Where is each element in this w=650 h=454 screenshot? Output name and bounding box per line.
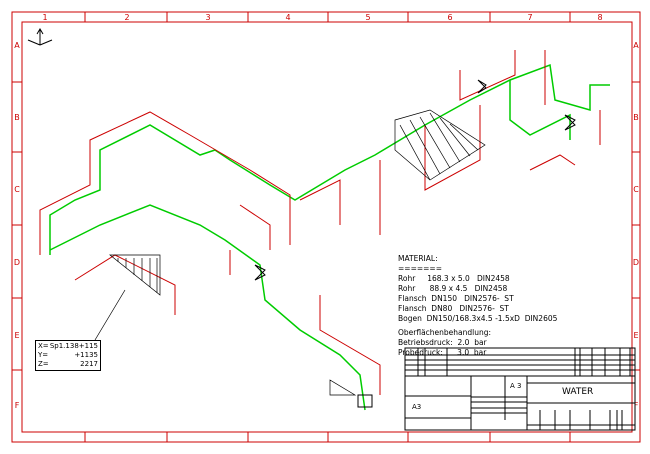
- row-label: D: [14, 258, 20, 267]
- hatched-plane: [109, 109, 486, 396]
- col-label: 5: [365, 13, 370, 22]
- row-label: A: [633, 41, 639, 50]
- pipe-route: [49, 63, 610, 411]
- row-label: A: [14, 41, 20, 50]
- leader-line: [94, 289, 126, 341]
- material-list: MATERIAL: ======= Rohr 168.3 x 5.0 DIN24…: [398, 254, 557, 358]
- col-label: 6: [447, 13, 452, 22]
- row-label: B: [633, 113, 639, 122]
- z-value: 2217: [80, 360, 98, 368]
- material-line: Rohr 168.3 x 5.0 DIN2458: [398, 274, 510, 283]
- y-value: +1135: [74, 351, 98, 359]
- row-label: D: [633, 258, 639, 267]
- dimension-lines: [39, 50, 601, 395]
- row-label: C: [14, 185, 20, 194]
- material-heading: MATERIAL:: [398, 254, 438, 263]
- title-block-grid: [404, 347, 636, 431]
- row-label: F: [15, 401, 20, 410]
- y-label: Y=: [38, 351, 49, 359]
- drawing-title: WATER: [562, 387, 594, 397]
- x-label: X=: [38, 342, 49, 350]
- col-label: 2: [124, 13, 129, 22]
- z-label: Z=: [38, 360, 49, 368]
- sheet-format-value: A3: [412, 403, 422, 411]
- grid-ticks: [12, 12, 640, 442]
- material-line: Flansch DN80 DIN2576- ST: [398, 304, 509, 313]
- col-label: 3: [205, 13, 210, 22]
- inner-frame: [21, 21, 633, 433]
- test-pressure: Probedruck: 3.0 bar: [398, 348, 487, 357]
- row-label: E: [14, 331, 19, 340]
- row-label: F: [634, 401, 639, 410]
- material-line: Bogen DN150/168.3x4.5 -1.5xD DIN2605: [398, 314, 558, 323]
- material-line: Rohr 88.9 x 4.5 DIN2458: [398, 284, 508, 293]
- row-label: B: [14, 113, 20, 122]
- col-label: 7: [527, 13, 532, 22]
- x-value: Sp1.138+115: [49, 342, 98, 350]
- col-label: 4: [285, 13, 290, 22]
- material-underline: =======: [398, 264, 442, 273]
- valve-icon: [254, 79, 576, 408]
- row-label: C: [633, 185, 639, 194]
- format-value: A 3: [510, 382, 522, 390]
- col-label: 1: [42, 13, 47, 22]
- row-label: E: [633, 331, 638, 340]
- coordinate-box: X=Sp1.138+115 Y= +1135 Z= 2217: [35, 340, 101, 371]
- axis-symbol-icon: [27, 28, 53, 46]
- surface-treatment: Oberflächenbehandlung:: [398, 328, 492, 337]
- outer-frame: [11, 11, 641, 443]
- operating-pressure: Betriebsdruck: 2.0 bar: [398, 338, 487, 347]
- col-label: 8: [597, 13, 602, 22]
- material-line: Flansch DN150 DIN2576- ST: [398, 294, 514, 303]
